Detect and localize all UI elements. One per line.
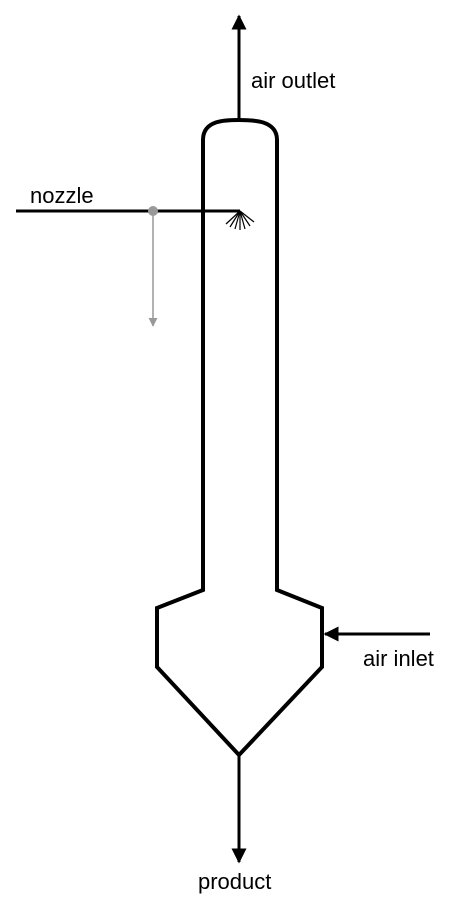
- nozzle-label: nozzle: [30, 183, 94, 208]
- droplet-point: [148, 206, 158, 216]
- product-label: product: [198, 869, 272, 894]
- nozzle-spray-icon: [225, 210, 255, 230]
- air-outlet-label: air outlet: [251, 68, 336, 93]
- drying-chamber-outline: [155, 117, 324, 758]
- air-inlet-label: air inlet: [363, 646, 434, 671]
